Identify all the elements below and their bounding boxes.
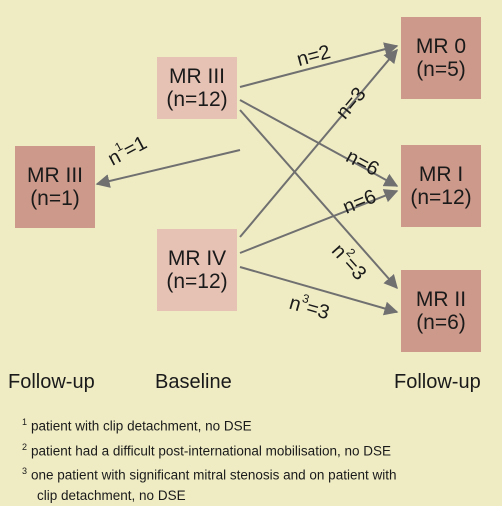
- edge-label-mr3_base-to-mr2_follow: n2=3: [327, 237, 374, 285]
- edge-label-mr4_base-to-mr2_follow: n3=3: [287, 288, 333, 324]
- edge-label-mr4_base-to-mr1_follow: n=6: [340, 186, 380, 219]
- footnote-text: patient with clip detachment, no DSE: [31, 418, 252, 434]
- box-label: MR I: [418, 163, 464, 186]
- followup-box-mr-i: MR I (n=12): [401, 145, 481, 227]
- box-label: MR III: [27, 164, 83, 187]
- box-count: (n=12): [410, 186, 472, 209]
- followup-box-mr-iii: MR III (n=1): [15, 146, 95, 228]
- edge-arrow-mr4_base-to-mr1_follow: [239, 189, 399, 254]
- box-count: (n=5): [416, 58, 466, 81]
- edge-arrow-mr3_base-to-mr0_follow: [239, 42, 399, 88]
- edge-arrow-mr3_base-to-mr1_follow: [239, 99, 399, 187]
- box-label: MR II: [415, 288, 467, 311]
- edge-arrow-mr3_base-to-mr2_follow: [239, 109, 398, 290]
- caption-baseline: Baseline: [155, 371, 232, 393]
- box-label: MR IV: [167, 247, 227, 270]
- footnote-text: clip detachment, no DSE: [37, 487, 186, 503]
- edge-label-mr3_base-to-mr3_follow: n1=1: [103, 128, 151, 170]
- footnote-marker: 3: [22, 466, 28, 476]
- caption-left-follow-up: Follow-up: [8, 371, 95, 393]
- baseline-box-mr-iii: MR III (n=12): [157, 57, 237, 119]
- footnote-marker: 1: [22, 417, 28, 427]
- footnote-3-continued: clip detachment, no DSE: [22, 486, 492, 506]
- edge-label-mr3_base-to-mr0_follow: n=2: [295, 41, 333, 71]
- baseline-box-mr-iv: MR IV (n=12): [157, 229, 237, 311]
- edge-arrow-mr4_base-to-mr2_follow: [239, 266, 399, 316]
- caption-right-follow-up: Follow-up: [394, 371, 481, 393]
- box-count: (n=6): [416, 311, 466, 334]
- followup-box-mr-0: MR 0 (n=5): [401, 17, 481, 99]
- footnote-marker: 2: [22, 441, 28, 452]
- box-label: MR 0: [415, 35, 467, 58]
- box-count: (n=12): [166, 270, 228, 293]
- footnote-text: one patient with significant mitral sten…: [31, 467, 397, 483]
- box-label: MR III: [169, 65, 225, 88]
- edge-arrow-mr3_base-to-mr3_follow: [95, 149, 241, 188]
- box-count: (n=12): [166, 88, 228, 111]
- box-count: (n=1): [30, 187, 80, 210]
- footnote-text: patient had a difficult post-internation…: [31, 443, 391, 458]
- followup-box-mr-ii: MR II (n=6): [401, 270, 481, 352]
